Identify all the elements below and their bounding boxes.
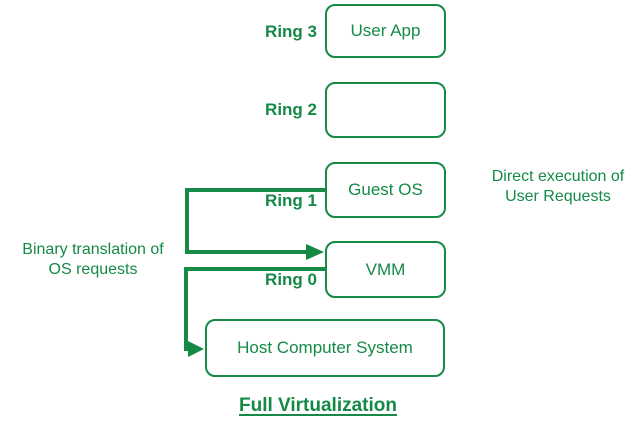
direct-execution-annotation: Direct execution of User Requests bbox=[472, 167, 641, 207]
diagram-title: Full Virtualization bbox=[239, 395, 397, 416]
direct-execution-annotation-line1: Direct execution of bbox=[491, 168, 625, 185]
binary-translation-annotation-line1: Binary translation of bbox=[22, 241, 164, 258]
arrow-vmm-to-host bbox=[184, 267, 325, 357]
ring-2-label: Ring 2 bbox=[265, 100, 317, 119]
arrow-guest-os-to-vmm bbox=[185, 188, 325, 260]
ring-2-empty-box bbox=[325, 82, 446, 138]
arrow-vmm-to-host-head-icon bbox=[188, 341, 204, 357]
host-computer-system-box: Host Computer System bbox=[205, 319, 445, 377]
host-computer-system-box-label: Host Computer System bbox=[237, 338, 413, 357]
user-app-box: User App bbox=[325, 4, 446, 58]
guest-os-box: Guest OS bbox=[325, 162, 446, 218]
direct-execution-annotation-line2: User Requests bbox=[505, 188, 611, 205]
user-app-box-label: User App bbox=[350, 21, 421, 40]
ring-1-label: Ring 1 bbox=[265, 191, 317, 210]
ring-3-label: Ring 3 bbox=[265, 22, 317, 41]
arrow-guest-os-to-vmm-head-icon bbox=[306, 244, 324, 260]
arrow-guest-os-to-vmm-line bbox=[185, 188, 325, 254]
vmm-box: VMM bbox=[325, 241, 446, 298]
ring-0-label: Ring 0 bbox=[265, 270, 317, 289]
binary-translation-annotation: Binary translation of OS requests bbox=[2, 240, 184, 280]
binary-translation-annotation-line2: OS requests bbox=[48, 261, 138, 278]
vmm-box-label: VMM bbox=[365, 259, 406, 279]
guest-os-box-label: Guest OS bbox=[348, 180, 423, 199]
